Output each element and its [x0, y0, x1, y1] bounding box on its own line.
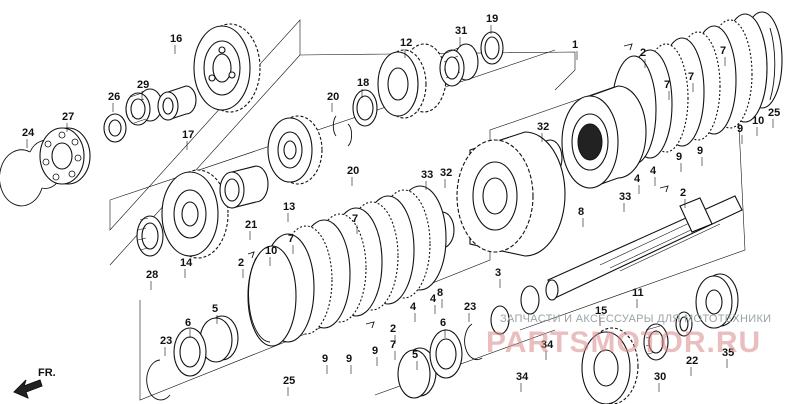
callout-l16: 16	[170, 33, 182, 45]
part-28-needle-bearing	[136, 215, 164, 257]
part-12-double-gear	[377, 43, 447, 119]
part-11-mainshaft	[545, 195, 743, 301]
callout-l25b: 25	[283, 375, 295, 387]
callout-l34b: 34	[516, 371, 529, 383]
part-21-sleeve	[219, 165, 269, 209]
callout-l9b: 9	[697, 145, 703, 157]
part-14-gear	[161, 169, 229, 259]
part-22-washer	[675, 311, 693, 337]
callout-l8b: 8	[437, 287, 443, 299]
part-27-ball-bearing	[39, 127, 91, 185]
watermark-brand: PARTSMOTOR.RU	[486, 326, 761, 359]
callout-l19: 19	[486, 13, 498, 25]
callout-l9c: 9	[737, 123, 743, 135]
part-20-clips	[332, 115, 353, 147]
callout-l2b: 2	[680, 187, 686, 199]
part-3-clutch-drum	[456, 131, 566, 257]
part-31-needle-bearing	[439, 43, 479, 87]
part-16-gear	[193, 23, 261, 113]
callout-l8a: 8	[578, 206, 584, 218]
callout-l2d: 2	[390, 323, 396, 335]
part-19-washer	[480, 31, 504, 65]
callout-l14: 14	[180, 257, 193, 269]
lower-left-rings	[146, 315, 239, 401]
callout-l6b: 6	[440, 317, 446, 329]
callout-l22: 22	[686, 355, 698, 367]
callout-l33b: 33	[421, 169, 433, 181]
callout-l10a: 10	[752, 115, 764, 127]
callout-l18: 18	[357, 77, 369, 89]
callout-l9a: 9	[676, 151, 682, 163]
callout-l5a: 5	[212, 303, 218, 315]
callout-l32b: 32	[440, 167, 452, 179]
lower-middle-rings	[397, 285, 540, 399]
callout-l9e: 9	[346, 353, 352, 365]
part-15-gear	[581, 327, 639, 404]
callout-l25a: 25	[768, 107, 780, 119]
callout-l3: 3	[495, 267, 501, 279]
callout-l26: 26	[108, 91, 120, 103]
callout-l7c: 7	[720, 45, 726, 57]
callout-l5b: 5	[412, 349, 418, 361]
callout-l11: 11	[632, 287, 644, 299]
part-18-washer	[352, 89, 378, 127]
watermark-caption: ЗАПЧАСТИ И АКСЕССУАРЫ ДЛЯ МОТОТЕХНИКИ	[500, 313, 771, 325]
callout-l4a: 4	[634, 173, 641, 185]
callout-l28: 28	[146, 269, 158, 281]
callout-l7a: 7	[664, 79, 670, 91]
callout-l20a: 20	[327, 91, 339, 103]
callout-l2c: 2	[238, 257, 244, 269]
callout-l17: 17	[182, 129, 194, 141]
part-17-collar	[157, 85, 197, 121]
callout-l1: 1	[572, 39, 578, 51]
callout-l12: 12	[400, 37, 412, 49]
callout-l23b: 23	[464, 301, 476, 313]
callout-l6a: 6	[185, 317, 191, 329]
callout-l2a: 2	[640, 47, 646, 59]
upper-countershaft-frame	[109, 19, 301, 266]
lower-mainshaft-frame	[139, 44, 746, 401]
part-35-bearing	[695, 273, 739, 329]
callout-l24: 24	[22, 127, 35, 139]
callout-l10b: 10	[265, 245, 277, 257]
callout-l21: 21	[245, 219, 257, 231]
callout-l7d: 7	[288, 233, 294, 245]
callout-l34a: 34	[541, 339, 554, 351]
callout-l4c: 4	[410, 301, 417, 313]
callout-l7b: 7	[688, 71, 694, 83]
callout-l30: 30	[654, 371, 666, 383]
callout-l9f: 9	[372, 345, 378, 357]
callout-l13: 13	[283, 201, 295, 213]
callout-l23a: 23	[160, 335, 172, 347]
upper-clutch-pack	[537, 11, 783, 189]
part-26-washer	[103, 113, 127, 143]
callout-l20b: 20	[347, 165, 359, 177]
callout-l4d: 4	[430, 293, 437, 305]
part-2-clips	[247, 43, 669, 329]
callout-l31: 31	[455, 25, 467, 37]
callout-l29: 29	[137, 79, 149, 91]
callout-l35: 35	[722, 347, 734, 359]
front-label: FR.	[38, 367, 56, 379]
callout-l9d: 9	[322, 353, 328, 365]
callout-l15: 15	[595, 305, 607, 317]
callout-l7e: 7	[352, 213, 358, 225]
part-13-gear	[267, 115, 323, 185]
callout-l4b: 4	[650, 165, 657, 177]
callout-l33a: 33	[619, 191, 631, 203]
callout-l32a: 32	[537, 121, 549, 133]
front-arrow	[13, 379, 43, 399]
leader-lines	[26, 25, 774, 396]
callout-l27: 27	[62, 111, 74, 123]
callout-l7f: 7	[390, 339, 396, 351]
part-30-needle-bearing	[643, 323, 669, 361]
lower-clutch-pack	[247, 185, 455, 347]
part-29-needle-bearing	[125, 88, 163, 126]
